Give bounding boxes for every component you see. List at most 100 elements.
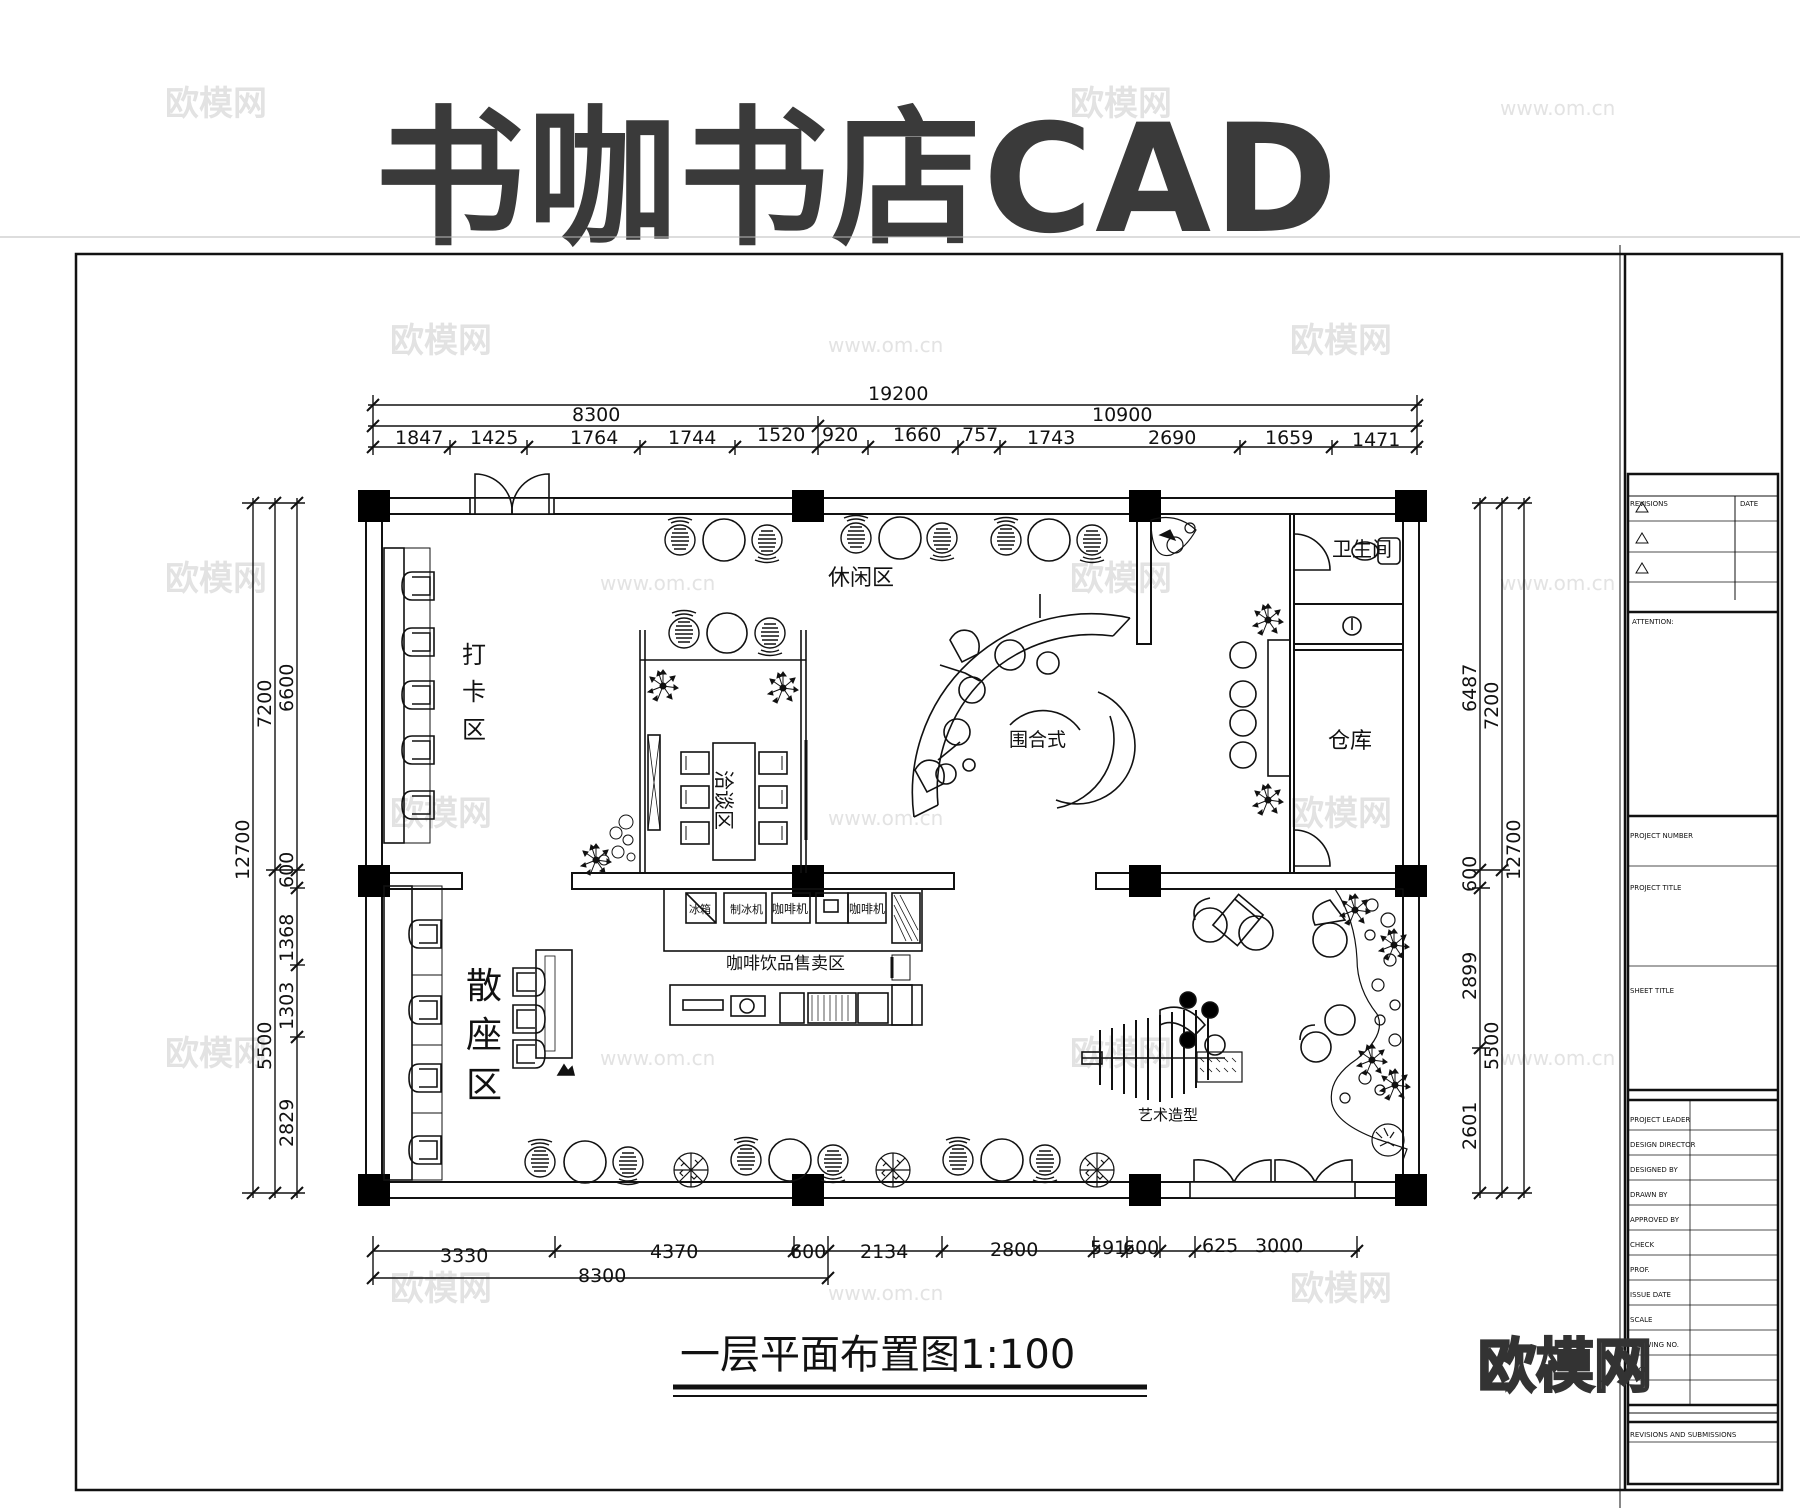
dim-right-mid: 5500 — [1481, 1022, 1503, 1070]
dim-left-inner: 6600 — [276, 664, 298, 712]
watermark-url: www.om.cn — [600, 571, 715, 595]
zone-label-sales: 咖啡饮品售卖区 — [726, 954, 845, 974]
right-lounge — [1192, 893, 1356, 1063]
dimension-ticks — [246, 398, 1531, 1285]
tb-designed-by: DESIGNED BY — [1630, 1166, 1678, 1174]
dim-bottom-seg: 2800 — [990, 1239, 1038, 1261]
watermark-logo: 欧模网 — [1070, 1034, 1172, 1074]
tb-check: CHECK — [1630, 1241, 1654, 1249]
coffee-bar — [663, 888, 923, 1026]
tb-approved-by: APPROVED BY — [1630, 1216, 1680, 1224]
watermark-url: www.om.cn — [1500, 571, 1615, 595]
watermark-url: www.om.cn — [1500, 1046, 1615, 1070]
meeting-area — [639, 609, 808, 873]
enclosure-seating — [911, 594, 1136, 818]
watermark-logo: 欧模网 — [1070, 84, 1172, 124]
watermark-logo: 欧模网 — [390, 794, 492, 834]
watermark-logo: 欧模网 — [390, 321, 492, 361]
tb-drawn-by: DRAWN BY — [1630, 1191, 1668, 1199]
dim-top-left: 8300 — [572, 404, 620, 426]
dim-bottom-total: 8300 — [578, 1265, 626, 1287]
plant-icon — [1252, 603, 1284, 636]
dim-bottom-seg: 3330 — [440, 1245, 488, 1267]
watermark-url: www.om.cn — [828, 806, 943, 830]
meeting-plants — [580, 669, 799, 876]
dim-left-outer: 12700 — [232, 820, 254, 880]
zone-label-meeting: 洽谈区 — [712, 770, 736, 830]
equipment-fridge: 冰箱 — [689, 902, 711, 916]
tb-design-director: DESIGN DIRECTOR — [1630, 1141, 1696, 1149]
dim-bottom-seg: 600 — [1123, 1237, 1159, 1259]
watermark-url: www.om.cn — [600, 1046, 715, 1070]
watermark-logo: 欧模网 — [165, 84, 267, 124]
dim-left-inner: 1368 — [276, 914, 298, 962]
tb-prof: PROF. — [1630, 1266, 1650, 1274]
scattered-seating-booth — [383, 885, 576, 1181]
dim-left-inner: 1303 — [276, 982, 298, 1030]
dim-bottom-seg: 600 — [790, 1241, 826, 1263]
watermark-layer: 欧模网 欧模网 www.om.cn 欧模网 www.om.cn 欧模网 欧模网 … — [165, 84, 1616, 1310]
dim-bottom-seg: 4370 — [650, 1241, 698, 1263]
dim-right-inner: 2601 — [1459, 1102, 1481, 1150]
watermark-url: www.om.cn — [828, 1281, 943, 1305]
dim-top-seg: 1659 — [1265, 427, 1313, 449]
dim-right-outer: 12700 — [1503, 820, 1525, 880]
structural-columns — [358, 490, 1427, 1206]
dim-bottom-seg: 591 — [1090, 1237, 1126, 1259]
leisure-tables-top — [664, 514, 1108, 564]
bottom-tables — [524, 1136, 1061, 1186]
dim-top-total: 19200 — [868, 383, 928, 405]
tb-project-title: PROJECT TITLE — [1630, 884, 1681, 892]
equipment-ice-machine: 制冰机 — [730, 902, 763, 916]
right-stools — [1229, 639, 1291, 777]
tb-attention: ATTENTION: — [1632, 618, 1674, 626]
watermark-logo: 欧模网 — [390, 1269, 492, 1309]
zone-label-storage: 仓库 — [1328, 729, 1372, 754]
dim-left-inner: 600 — [276, 852, 298, 888]
equipment-coffee-machine: 咖啡机 — [772, 901, 808, 916]
dim-top-seg: 1744 — [668, 427, 716, 449]
dimension-lines — [242, 395, 1532, 1285]
plant-icon — [1252, 783, 1284, 816]
dim-right-mid: 7200 — [1481, 682, 1503, 730]
tb-sheet-title: SHEET TITLE — [1630, 987, 1674, 995]
drawing-frame — [0, 236, 1800, 1508]
plant-icon — [1379, 1068, 1411, 1101]
art-installation — [1081, 991, 1243, 1102]
equipment-coffee-machine: 咖啡机 — [849, 901, 885, 916]
dim-left-inner: 2829 — [276, 1099, 298, 1147]
zone-label-seating: 散 — [466, 966, 502, 1007]
watermark-url: www.om.cn — [1500, 96, 1615, 120]
dim-bottom-seg: 625 — [1202, 1235, 1238, 1257]
dim-top-seg: 1660 — [893, 424, 941, 446]
dim-bottom-seg: 3000 — [1255, 1235, 1303, 1257]
dim-left-mid: 7200 — [254, 680, 276, 728]
drawing-title: 一层平面布置图1:100 — [680, 1332, 1075, 1378]
page-title: 书咖书店CAD — [375, 93, 1340, 267]
zone-label-seating: 区 — [466, 1065, 502, 1106]
dim-top-seg: 1520 — [757, 424, 805, 446]
dim-right-inner: 2899 — [1459, 952, 1481, 1000]
dim-top-seg: 920 — [822, 424, 858, 446]
plant-icon — [1356, 1043, 1388, 1076]
zone-label-enclosure: 围合式 — [1009, 729, 1066, 751]
title-block — [1626, 472, 1780, 1486]
zone-label-checkin: 打 — [462, 641, 486, 669]
restroom-fixtures — [1342, 537, 1401, 636]
dim-top-seg: 1847 — [395, 427, 443, 449]
dim-left-mid: 5500 — [254, 1022, 276, 1070]
zone-label-leisure: 休闲区 — [828, 566, 894, 591]
walls — [365, 497, 1420, 1199]
dim-top-right: 10900 — [1092, 404, 1152, 426]
watermark-logo: 欧模网 — [1070, 559, 1172, 599]
dim-top-seg: 2690 — [1148, 427, 1196, 449]
tb-drawing-no: DRAWING NO. — [1630, 1341, 1679, 1349]
tb-issue-date: ISSUE DATE — [1630, 1291, 1671, 1299]
tb-revisions-submissions: REVISIONS AND SUBMISSIONS — [1630, 1431, 1737, 1439]
watermark-logo: 欧模网 — [165, 1034, 267, 1074]
tb-scale: SCALE — [1630, 1316, 1652, 1324]
zone-label-seating: 座 — [466, 1015, 502, 1056]
brand-logo-watermark: 欧模网 — [1478, 1332, 1652, 1400]
dim-top-seg: 1764 — [570, 427, 618, 449]
